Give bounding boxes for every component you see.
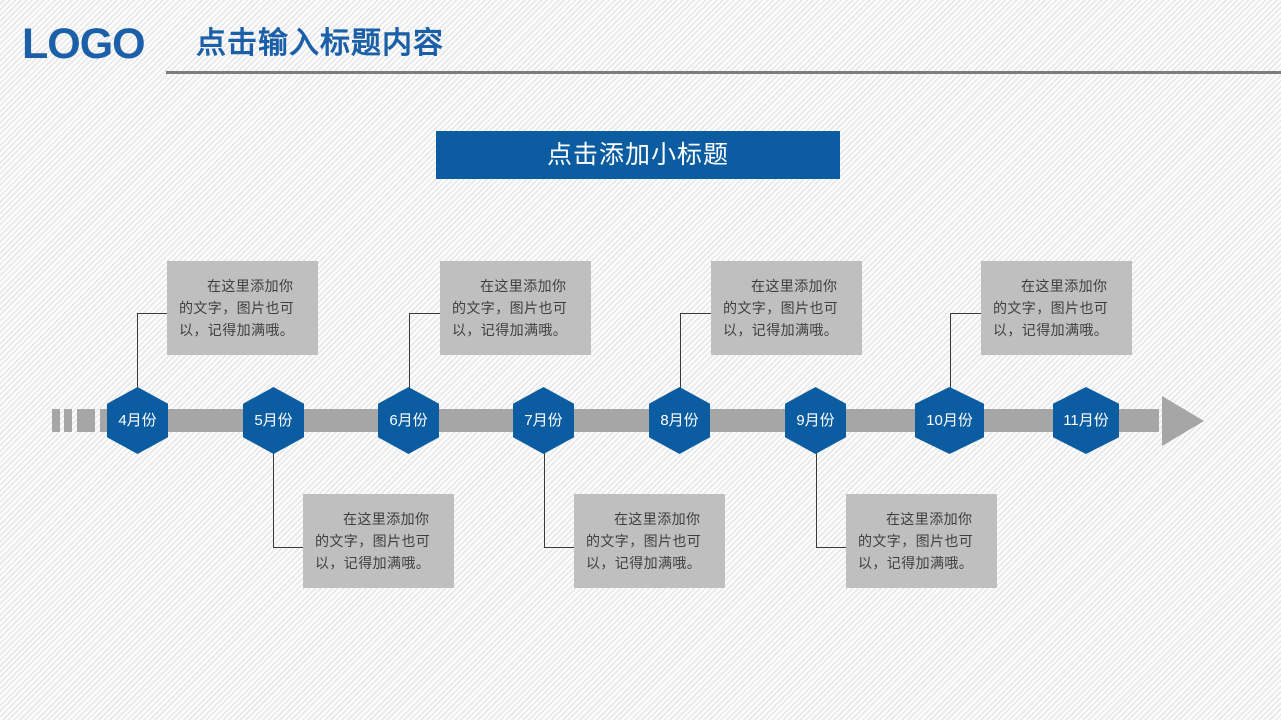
track-dash-left-3 <box>77 409 95 432</box>
milestone-hex-april[interactable]: 4月份 <box>107 387 168 454</box>
track-dash-left-1 <box>52 409 60 432</box>
milestone-hex-november[interactable]: 11月份 <box>1053 387 1119 454</box>
track-dash-right-1 <box>1124 409 1141 432</box>
connector-vertical-8 <box>680 313 681 392</box>
note-box-may[interactable]: 在这里添加你的文字，图片也可以，记得加满哦。 <box>303 494 454 588</box>
timeline-track <box>100 409 1149 432</box>
connector-horizontal-5 <box>273 547 304 548</box>
page-title: 点击输入标题内容 <box>196 27 444 60</box>
note-box-september[interactable]: 在这里添加你的文字，图片也可以，记得加满哦。 <box>846 494 997 588</box>
connector-horizontal-4 <box>137 313 168 314</box>
connector-vertical-4 <box>137 313 138 392</box>
connector-horizontal-6 <box>409 313 441 314</box>
logo: LOGO <box>22 20 146 68</box>
note-box-july[interactable]: 在这里添加你的文字，图片也可以，记得加满哦。 <box>574 494 725 588</box>
connector-horizontal-10 <box>950 313 981 314</box>
milestone-hex-july[interactable]: 7月份 <box>513 387 574 454</box>
connector-vertical-5 <box>273 449 274 547</box>
track-dash-right-2 <box>1146 409 1159 432</box>
connector-horizontal-9 <box>816 547 847 548</box>
connector-vertical-6 <box>409 313 410 392</box>
milestone-hex-may[interactable]: 5月份 <box>243 387 304 454</box>
arrow-right-icon <box>1162 396 1204 446</box>
connector-horizontal-7 <box>544 547 575 548</box>
note-box-august[interactable]: 在这里添加你的文字，图片也可以，记得加满哦。 <box>711 261 862 355</box>
milestone-hex-september[interactable]: 9月份 <box>785 387 846 454</box>
connector-vertical-10 <box>950 313 951 392</box>
connector-horizontal-8 <box>680 313 712 314</box>
connector-vertical-7 <box>544 449 545 547</box>
milestone-hex-august[interactable]: 8月份 <box>649 387 710 454</box>
note-box-october[interactable]: 在这里添加你的文字，图片也可以，记得加满哦。 <box>981 261 1132 355</box>
milestone-hex-june[interactable]: 6月份 <box>378 387 439 454</box>
note-box-june[interactable]: 在这里添加你的文字，图片也可以，记得加满哦。 <box>440 261 591 355</box>
subtitle-banner[interactable]: 点击添加小标题 <box>436 131 840 179</box>
track-dash-left-2 <box>64 409 72 432</box>
note-box-april[interactable]: 在这里添加你的文字，图片也可以，记得加满哦。 <box>167 261 318 355</box>
milestone-hex-october[interactable]: 10月份 <box>915 387 984 454</box>
connector-vertical-9 <box>816 449 817 547</box>
header-divider <box>166 71 1281 74</box>
